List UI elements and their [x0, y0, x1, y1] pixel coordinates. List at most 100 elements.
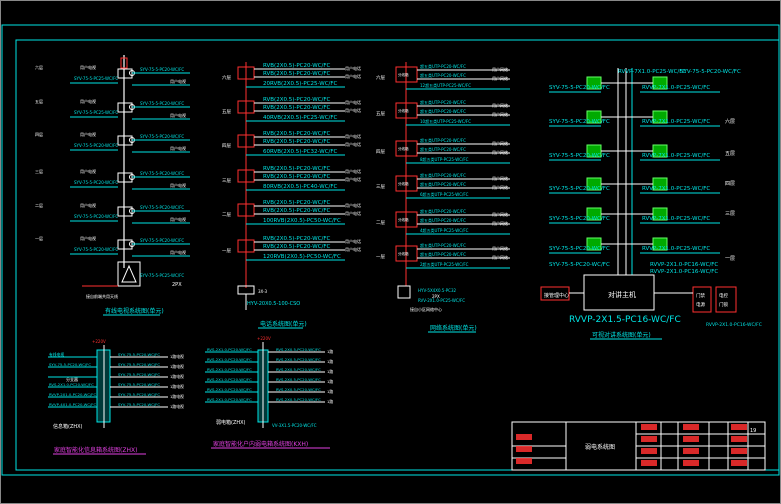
- catv-bottom-label: SYV-75-5-PC25-WC/FC: [140, 273, 184, 278]
- svg-text:SYV-75-5-PC20-WC/FC: SYV-75-5-PC20-WC/FC: [549, 262, 610, 268]
- kxh-caption: 家庭智能化户内弱电箱系统图(KXH): [213, 440, 308, 448]
- svg-text:用户网络: 用户网络: [492, 140, 508, 146]
- svg-text:1路电视: 1路电视: [170, 384, 184, 389]
- net-floor-label: 三层: [376, 184, 385, 190]
- tel-cable-label: RVB(2X0.5)-PC20-WC/FC: [263, 139, 331, 145]
- svg-text:RVS-2X0.5-PC20-WC/FC: RVS-2X0.5-PC20-WC/FC: [276, 357, 321, 362]
- svg-text:用户电话: 用户电话: [345, 176, 361, 182]
- svg-text:五层: 五层: [725, 151, 735, 157]
- svg-text:用户网络: 用户网络: [492, 211, 508, 217]
- svg-text:SYV-75-5-PC20-WC/FC: SYV-75-5-PC20-WC/FC: [118, 382, 160, 387]
- svg-text:用户网络: 用户网络: [492, 175, 508, 181]
- intercom-caption: 可视对讲系统图(单元): [592, 331, 651, 339]
- svg-text:RVS-2X0.5-PC20-WC/FC: RVS-2X0.5-PC20-WC/FC: [276, 387, 321, 392]
- svg-text:用户电话: 用户电话: [345, 141, 361, 147]
- catv-trunk-label: SYV-75-5-PC20-WC/FC: [74, 143, 118, 148]
- intercom-right-label: RVVP-7X1.0-PC25-WC/FC: [642, 85, 710, 91]
- svg-text:接管理中心: 接管理中心: [544, 292, 569, 299]
- svg-text:电控: 电控: [719, 292, 728, 299]
- net-distribution-box: [395, 245, 418, 262]
- intercom-right-label: RVVP-7X1.0-PC25-WC/FC: [642, 216, 710, 222]
- tel-junction-box: [237, 169, 255, 183]
- svg-text:RVV-2X1.0-PC25-WC/FC: RVV-2X1.0-PC25-WC/FC: [418, 298, 465, 303]
- svg-text:1路电视: 1路电视: [170, 364, 184, 369]
- svg-text:用户电话: 用户电话: [345, 238, 361, 244]
- svg-text:RVVP-4X1.0-PC20-WC/FC: RVVP-4X1.0-PC20-WC/FC: [49, 402, 96, 407]
- svg-text:用户电视: 用户电视: [170, 78, 186, 84]
- tel-cable-label: 60RVB(2X0.5)-PC32-WC/FC: [263, 149, 338, 155]
- svg-text:1路: 1路: [327, 369, 333, 374]
- catv-floor-label: 五层: [35, 98, 43, 104]
- broadband-system-diagram: 分线箱超五类UTP-PC20-WC/FC超五类UTP-PC20-WC/FC12超…: [376, 62, 510, 333]
- svg-text:VV-3X1.5-PC20-WC/FC: VV-3X1.5-PC20-WC/FC: [272, 423, 317, 428]
- svg-text:RVS-2X1.0-PC20-WC/FC: RVS-2X1.0-PC20-WC/FC: [207, 357, 252, 362]
- tel-bottom-cable: HYV-20X0.5-100-CSO: [247, 301, 300, 307]
- tel-cable-label: RVB(2X0.5)-PC20-WC/FC: [263, 200, 331, 206]
- catv-trunk-label: SYV-75-5-PC20-WC/FC: [74, 214, 118, 219]
- svg-text:用户电视: 用户电视: [170, 216, 186, 222]
- tel-cable-label: 20RVB(2X0.5)-PC25-WC/FC: [263, 81, 338, 87]
- svg-text:门锁: 门锁: [719, 301, 728, 308]
- svg-text:1路: 1路: [327, 379, 333, 384]
- svg-text:四层: 四层: [725, 181, 735, 187]
- tel-cable-label: RVB(2X0.5)-PC20-WC/FC: [263, 105, 331, 111]
- telephone-system-diagram: RVB(2X0.5)-PC20-WC/FC RVB(2X0.5)-PC20-WC/…: [222, 62, 361, 329]
- svg-text:1路电视: 1路电视: [170, 394, 184, 399]
- svg-text:SYV-75-5-PC20-WC/FC: SYV-75-5-PC20-WC/FC: [49, 362, 91, 367]
- catv-floor-label: 一层: [35, 235, 43, 241]
- svg-text:SYV-75-5-PC20-WC/FC: SYV-75-5-PC20-WC/FC: [118, 372, 160, 377]
- svg-text:HYV-5X4X0.5-PC32: HYV-5X4X0.5-PC32: [418, 288, 457, 293]
- net-floor-label: 二层: [376, 220, 385, 226]
- intercom-left-label: SYV-75-5-PC20-WC/FC: [549, 85, 610, 91]
- svg-text:超五类UTP-PC20-WC/FC: 超五类UTP-PC20-WC/FC: [420, 172, 466, 178]
- intercom-bus-label: RVVP-2X1.5-PC16-WC/FC: [569, 315, 681, 325]
- tel-cable-label: RVB(2X0.5)-PC20-WC/FC: [263, 236, 331, 242]
- svg-text:RVS-2X0.5-PC20-WC/FC: RVS-2X0.5-PC20-WC/FC: [276, 397, 321, 402]
- catv-floor-label: 二层: [35, 202, 43, 208]
- svg-text:用户网络: 用户网络: [492, 66, 508, 72]
- svg-text:一层: 一层: [725, 256, 735, 262]
- intercom-right-label: RVVP-7X1.0-PC25-WC/FC: [642, 153, 710, 159]
- svg-text:门禁: 门禁: [696, 292, 705, 299]
- tel-floor-label: 二层: [222, 212, 231, 218]
- title-block: 弱电系统图 19: [511, 421, 766, 471]
- tel-cable-label: 100RVB(2X0.5)-PC50-WC/FC: [263, 218, 341, 224]
- svg-text:RVS-2X1.0-PC20-WC/FC: RVS-2X1.0-PC20-WC/FC: [207, 347, 252, 352]
- intercom-left-label: SYV-75-5-PC20-WC/FC: [549, 216, 610, 222]
- catv-branch-label: SYV-75-5-PC20-WC/FC: [140, 134, 184, 139]
- svg-text:用户电话: 用户电话: [345, 133, 361, 139]
- tel-junction-box: [237, 66, 255, 80]
- svg-text:三层: 三层: [725, 211, 735, 217]
- svg-text:用户电视: 用户电视: [80, 168, 96, 174]
- svg-text:用户网络: 用户网络: [492, 102, 508, 108]
- svg-text:1路: 1路: [327, 389, 333, 394]
- svg-text:用户网络: 用户网络: [492, 184, 508, 190]
- catv-amplifier-box: [117, 261, 141, 287]
- svg-text:用户网络: 用户网络: [492, 220, 508, 226]
- svg-text:6超五类UTP-PC25-WC/FC: 6超五类UTP-PC25-WC/FC: [420, 191, 469, 197]
- svg-text:RVS-2X0.5-PC20-WC/FC: RVS-2X0.5-PC20-WC/FC: [276, 377, 321, 382]
- tel-junction-box: [237, 203, 255, 217]
- svg-text:+220V: +220V: [257, 336, 271, 341]
- intercom-right-label: RVVP-7X1.0-PC25-WC/FC: [642, 119, 710, 125]
- svg-text:1路电视: 1路电视: [170, 404, 184, 409]
- tel-cable-label: 40RVB(2X0.5)-PC25-WC/FC: [263, 115, 338, 121]
- svg-text:1路: 1路: [327, 349, 333, 354]
- svg-text:12超五类UTP-PC25-WC/FC: 12超五类UTP-PC25-WC/FC: [420, 82, 471, 88]
- svg-text:用户电话: 用户电话: [345, 246, 361, 252]
- tel-cable-label: 120RVB(2X0.5)-PC50-WC/FC: [263, 254, 341, 260]
- tel-cable-label: RVB(2X0.5)-PC20-WC/FC: [263, 166, 331, 172]
- svg-text:用户电话: 用户电话: [345, 65, 361, 71]
- svg-text:RVVP-2X1.0-PC20-WC/FC: RVVP-2X1.0-PC20-WC/FC: [49, 392, 96, 397]
- svg-text:用户电视: 用户电视: [80, 235, 96, 241]
- svg-text:用户电话: 用户电话: [345, 202, 361, 208]
- tel-floor-label: 六层: [222, 74, 231, 81]
- tel-cable-label: 80RVB(2X0.5)-PC40-WC/FC: [263, 184, 338, 190]
- kxh-diagram: +220V RVS-2X1.0-PC20-WC/FC RVS-2X0.5-PC20…: [205, 336, 333, 449]
- svg-text:用户网络: 用户网络: [492, 245, 508, 251]
- svg-text:用户网络: 用户网络: [492, 149, 508, 155]
- svg-text:分线箱: 分线箱: [398, 146, 409, 151]
- svg-text:RVS-2X1.0-PC20-WC/FC: RVS-2X1.0-PC20-WC/FC: [207, 377, 252, 382]
- tel-floor-label: 一层: [222, 248, 231, 254]
